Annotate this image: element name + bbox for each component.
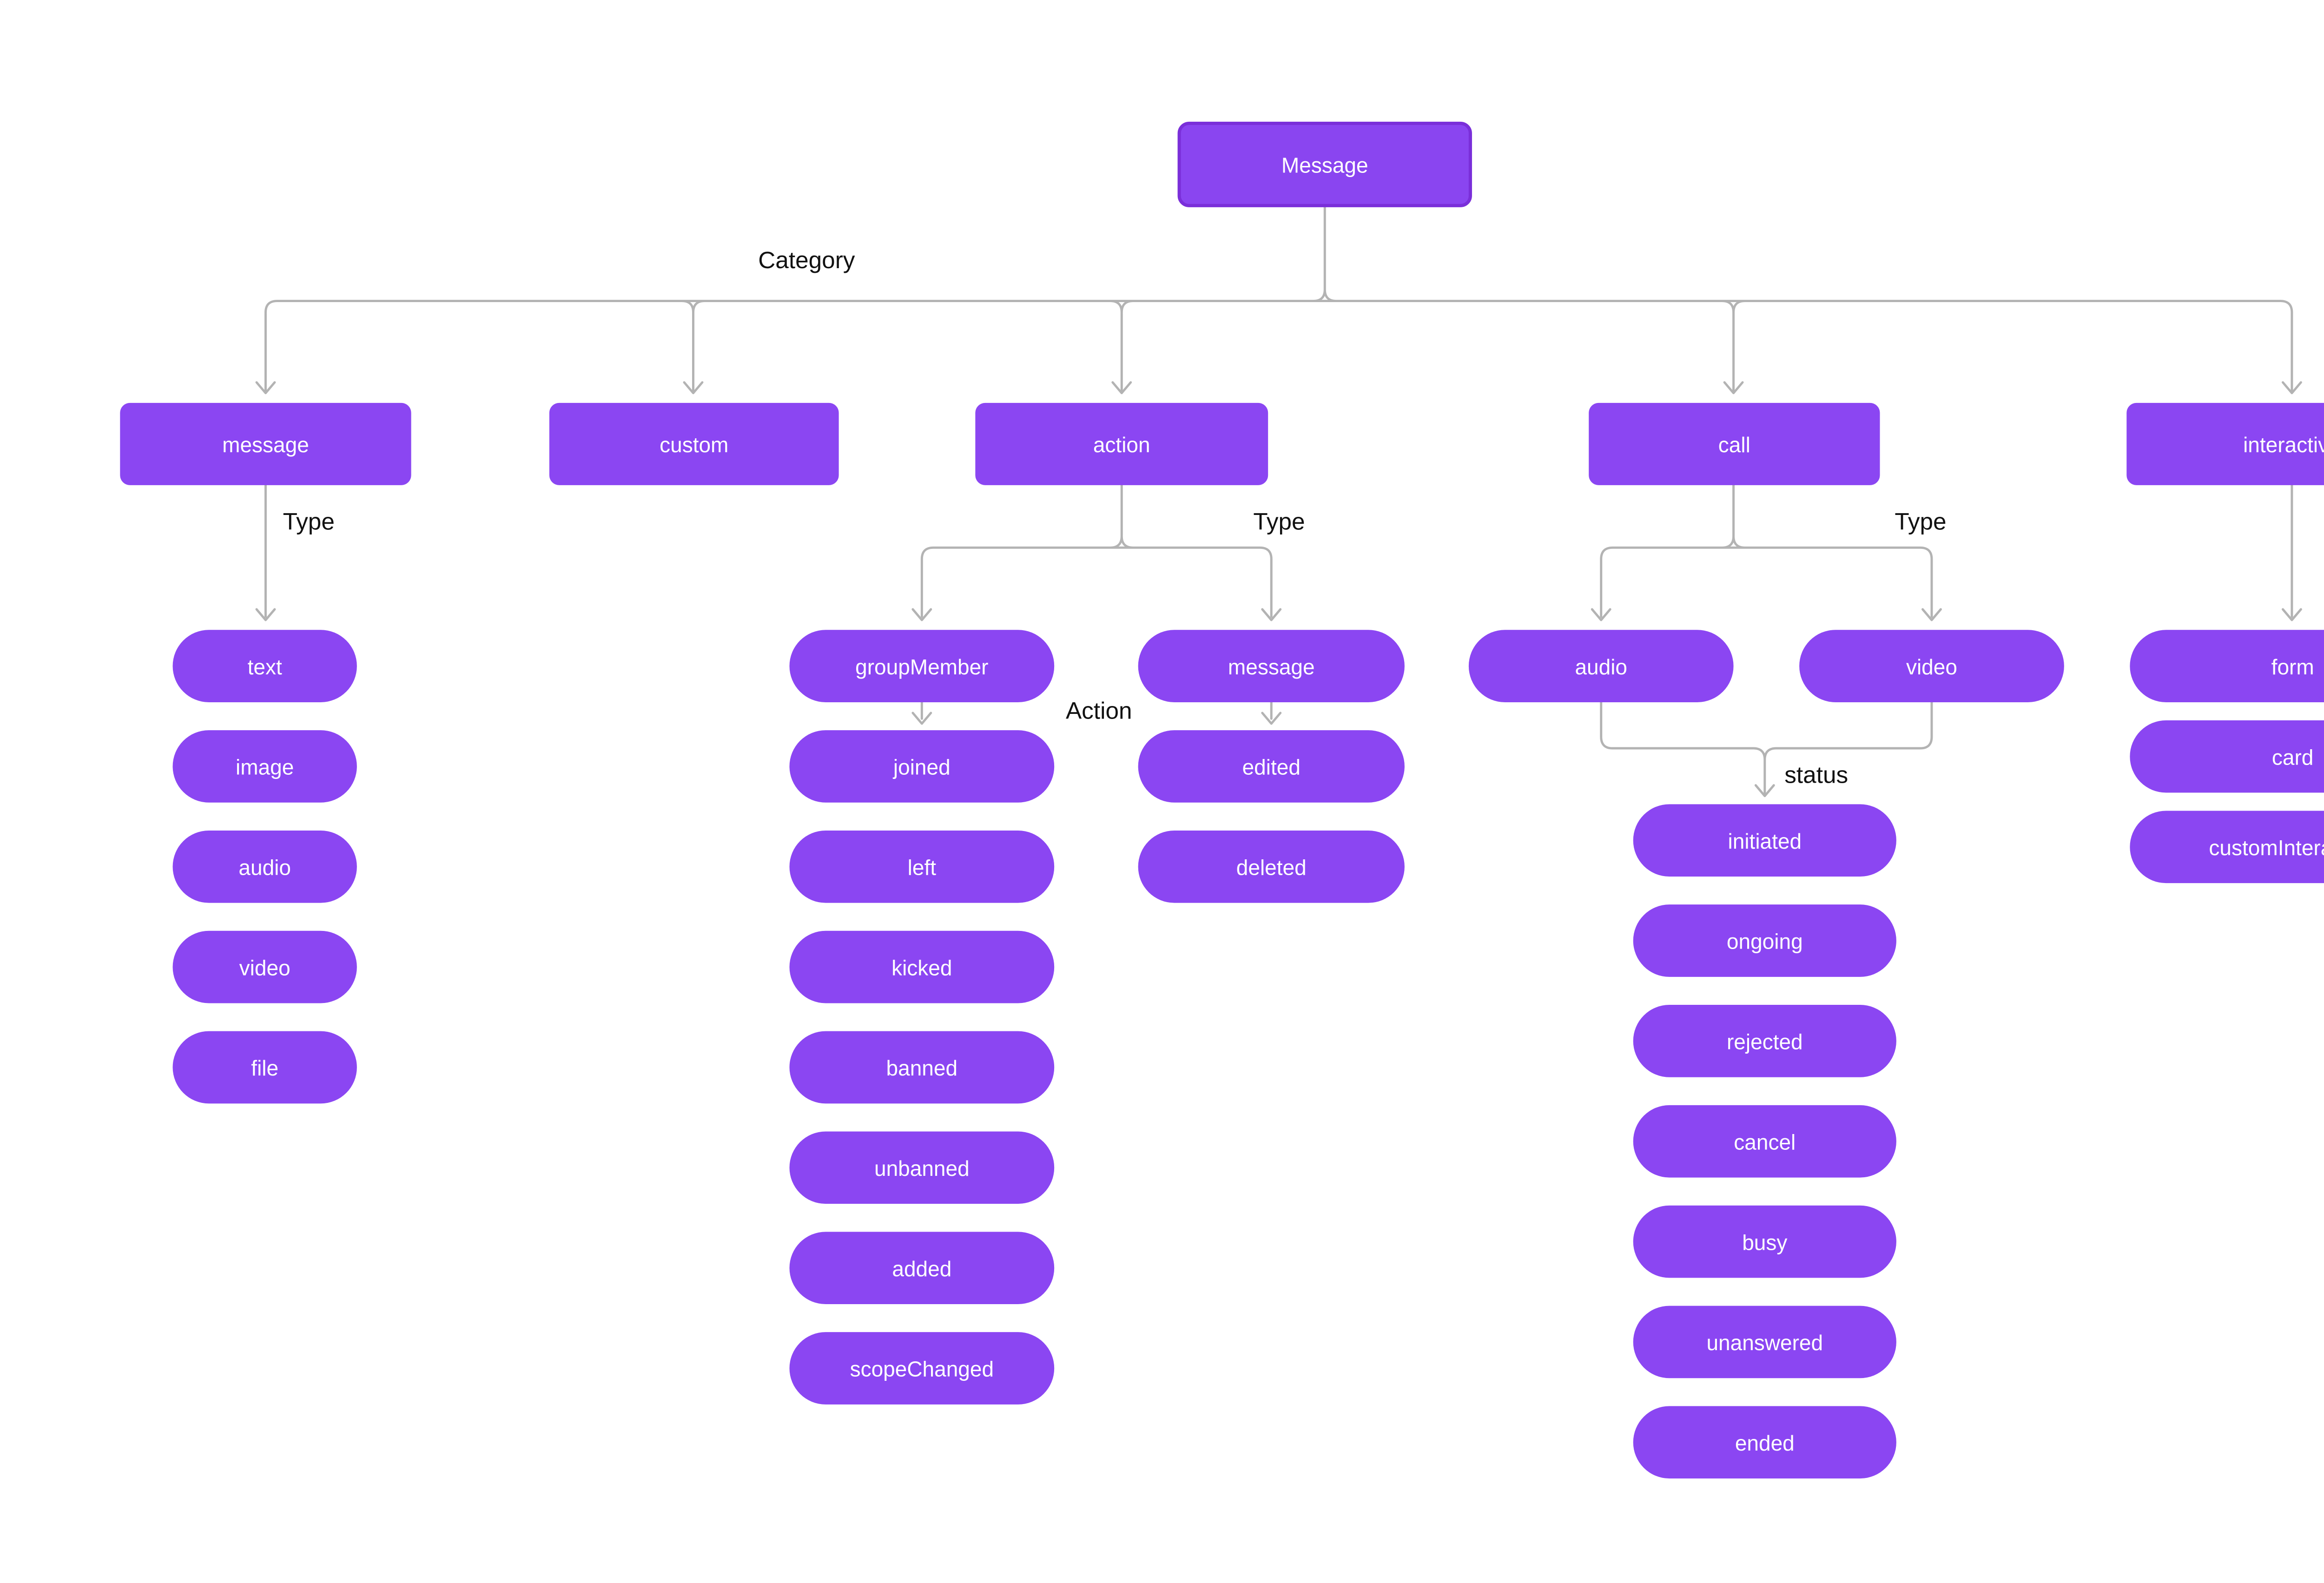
node-custom-interactive: customInteractive xyxy=(2130,811,2324,884)
arrowhead xyxy=(255,381,276,395)
arrowhead xyxy=(1754,784,1775,798)
node-added: added xyxy=(789,1232,1055,1305)
node-category-message: message xyxy=(120,402,411,485)
arrowhead xyxy=(1111,381,1132,395)
node-scope-changed: scopeChanged xyxy=(789,1332,1055,1405)
node-card: card xyxy=(2130,720,2324,793)
node-category-call: call xyxy=(1589,402,1880,485)
edge-label-status: status xyxy=(1784,763,1849,790)
edge-label-type-action: Type xyxy=(1253,509,1305,536)
node-busy: busy xyxy=(1633,1205,1896,1278)
node-cancel: cancel xyxy=(1633,1105,1896,1178)
node-ongoing: ongoing xyxy=(1633,904,1896,977)
node-type-image: image xyxy=(172,730,357,803)
node-type-video: video xyxy=(172,930,357,1003)
node-unanswered: unanswered xyxy=(1633,1306,1896,1379)
node-deleted: deleted xyxy=(1138,830,1405,903)
arrowhead xyxy=(911,608,932,621)
node-edited: edited xyxy=(1138,730,1405,803)
arrowhead xyxy=(1261,608,1282,621)
arrowhead xyxy=(1591,608,1611,621)
arrowhead xyxy=(2281,381,2302,395)
node-left: left xyxy=(789,830,1055,903)
node-banned: banned xyxy=(789,1031,1055,1104)
node-call-audio: audio xyxy=(1468,630,1734,702)
node-action-message: message xyxy=(1138,630,1405,702)
node-group-member: groupMember xyxy=(789,630,1055,702)
arrowhead xyxy=(1921,608,1942,621)
arrowhead xyxy=(1261,712,1282,725)
arrowhead xyxy=(2281,608,2302,621)
edge-label-action: Action xyxy=(1065,699,1132,726)
edge-label-type-call: Type xyxy=(1895,509,1947,536)
node-rejected: rejected xyxy=(1633,1005,1896,1077)
node-unbanned: unbanned xyxy=(789,1131,1055,1204)
node-type-file: file xyxy=(172,1031,357,1104)
node-kicked: kicked xyxy=(789,930,1055,1003)
node-joined: joined xyxy=(789,730,1055,803)
node-category-action: action xyxy=(975,402,1268,485)
node-initiated: initiated xyxy=(1633,804,1896,877)
node-message-root: Message xyxy=(1177,121,1472,207)
arrowhead xyxy=(255,608,276,621)
node-form: form xyxy=(2130,630,2324,702)
node-call-video: video xyxy=(1799,630,2064,702)
node-type-audio: audio xyxy=(172,830,357,903)
node-type-text: text xyxy=(172,630,357,702)
edge-label-category: Category xyxy=(758,248,855,275)
edge-label-type-message: Type xyxy=(283,509,335,536)
node-category-custom: custom xyxy=(549,402,839,485)
edge-paths xyxy=(264,206,2293,796)
arrowhead xyxy=(683,381,704,395)
arrowhead xyxy=(911,712,932,725)
node-ended: ended xyxy=(1633,1406,1896,1479)
node-category-interactive: interactive xyxy=(2126,402,2324,485)
arrowhead xyxy=(1723,381,1744,395)
